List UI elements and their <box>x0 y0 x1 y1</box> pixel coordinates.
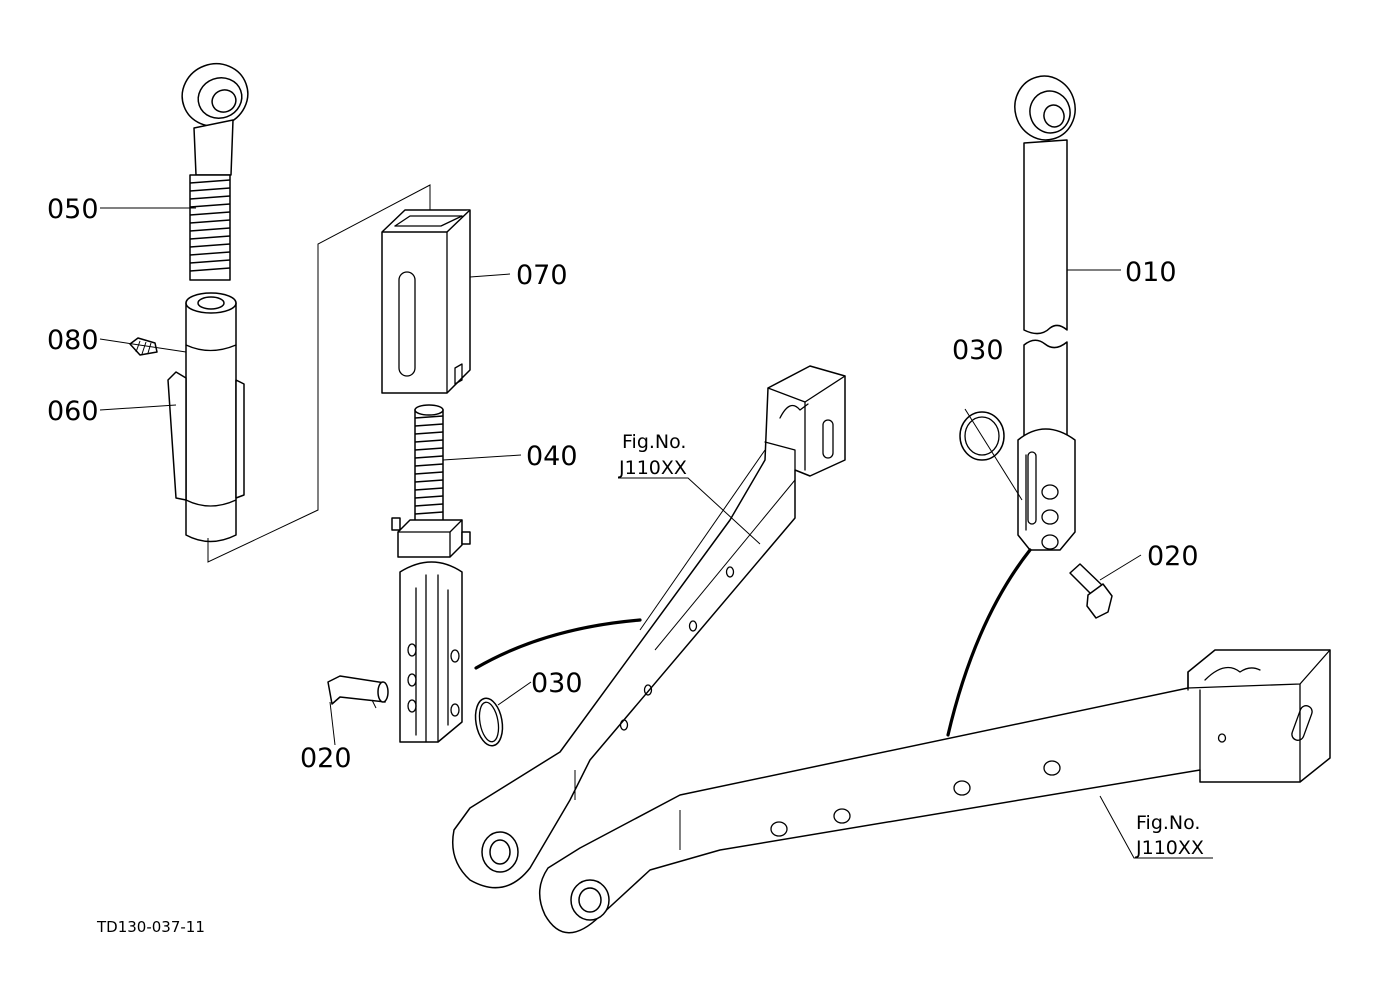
lift-rod-assembly <box>327 209 642 747</box>
callout-020-left: 020 <box>300 743 352 774</box>
clevis-right <box>1017 428 1076 551</box>
sleeve-070 <box>381 209 471 394</box>
check-link-assembly <box>946 75 1113 737</box>
fig-ref-left-line2: J110XX <box>618 457 687 479</box>
pin-020-right <box>1069 563 1113 619</box>
callout-030-right: 030 <box>952 335 1004 366</box>
callout-030-left: 030 <box>531 668 583 699</box>
fig-ref-left-line1: Fig.No. <box>622 431 686 453</box>
callout-070: 070 <box>516 260 568 291</box>
threaded-rod-040 <box>414 404 444 526</box>
callout-050: 050 <box>47 194 99 225</box>
callout-020-right: 020 <box>1147 541 1199 572</box>
callout-010: 010 <box>1125 257 1177 288</box>
callout-080: 080 <box>47 325 99 356</box>
clevis-block <box>391 517 471 558</box>
tube-060 <box>167 292 245 543</box>
callout-060: 060 <box>47 396 99 427</box>
fig-refs: Fig.No. J110XX Fig.No. J110XX <box>618 431 1204 859</box>
lower-link-right <box>539 649 1331 934</box>
fork <box>399 561 463 743</box>
lower-link-left <box>452 365 846 889</box>
fig-ref-right-line2: J110XX <box>1135 837 1204 859</box>
leader-lines <box>99 207 1213 859</box>
pin-020-left <box>327 675 389 709</box>
top-link-assembly <box>129 63 431 563</box>
rod-010 <box>1014 75 1076 441</box>
ring-030-left <box>474 697 504 747</box>
callout-040: 040 <box>526 441 578 472</box>
document-id: TD130-037-11 <box>96 918 205 936</box>
callout-labels: 050 070 080 060 040 030 020 010 030 020 <box>47 194 1199 774</box>
fig-ref-right-line1: Fig.No. <box>1136 812 1200 834</box>
ball-end-050 <box>181 63 249 281</box>
arrow-left <box>474 618 642 670</box>
arrow-right <box>946 548 1032 737</box>
